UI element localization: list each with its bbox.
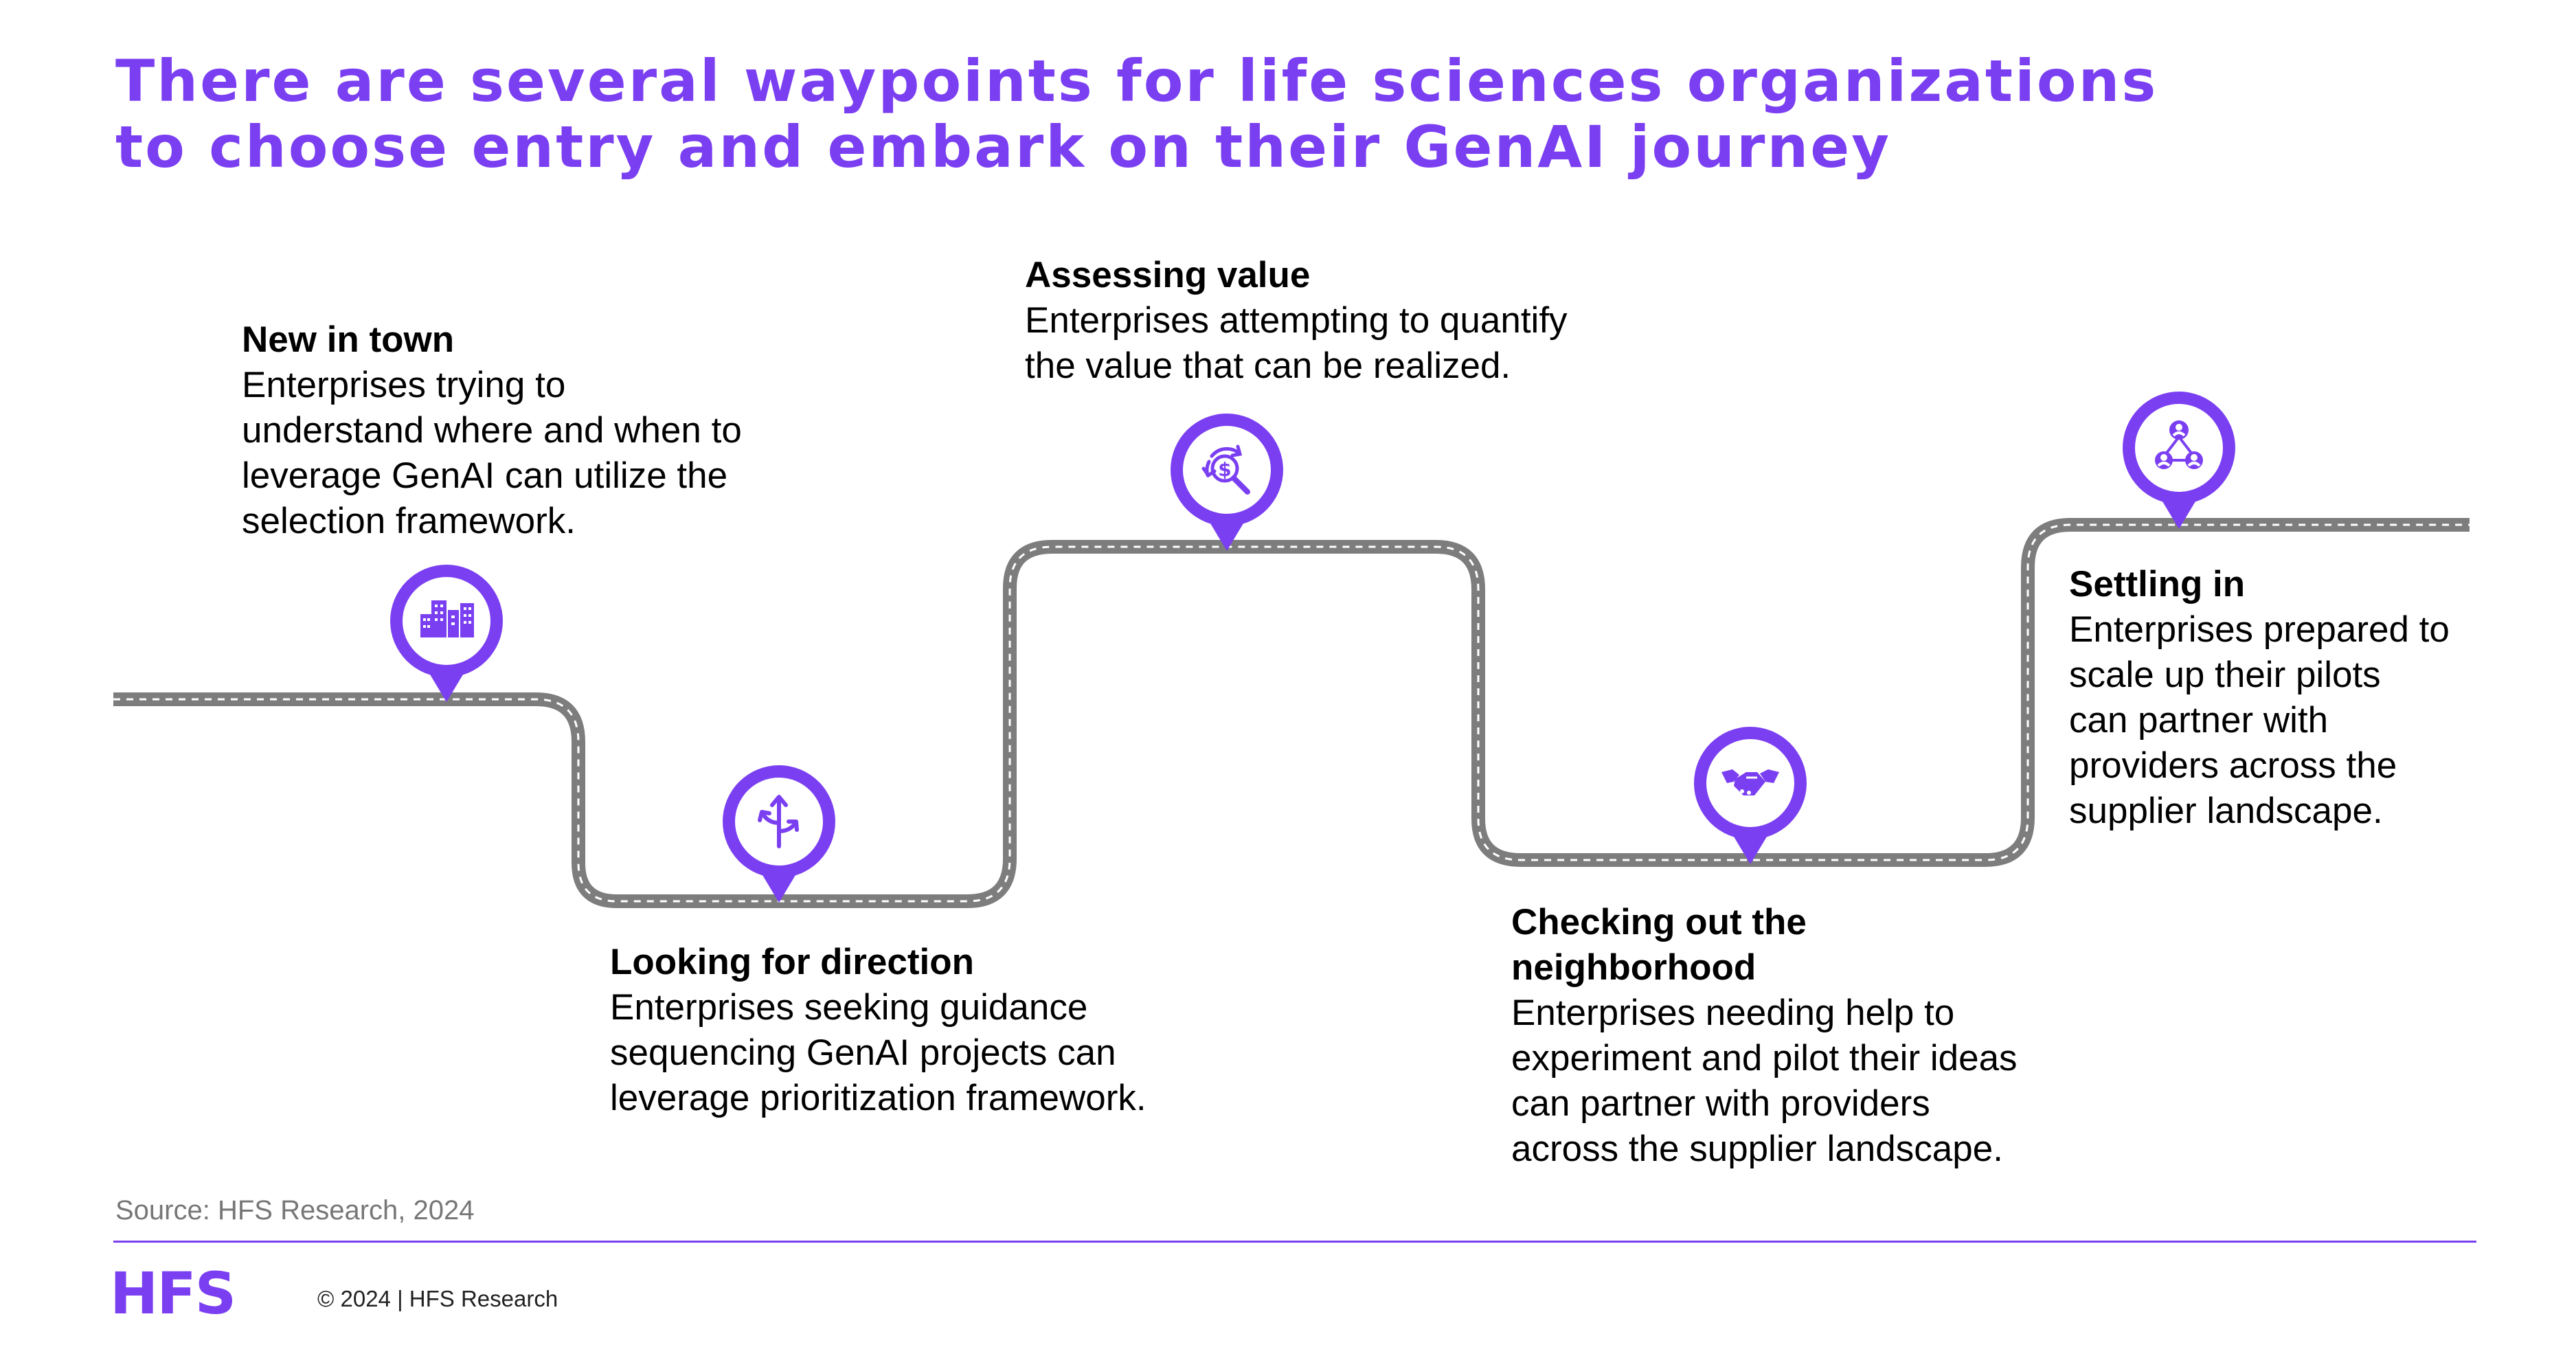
waypoint-text-line: understand where and when to [242,410,742,451]
waypoint-text-line: can partner with [2069,700,2329,741]
waypoint-text-line: scale up their pilots [2069,655,2381,695]
waypoint-text-line: Enterprises seeking guidance [610,987,1088,1028]
waypoint-assessing-value: Assessing value Enterprises attempting t… [1025,253,1568,389]
waypoint-text-line: Enterprises attempting to quantify [1025,300,1568,341]
waypoint-pin-settling-in [2123,392,2235,529]
direction-arrows-icon [758,795,799,848]
waypoint-heading: Assessing value [1025,255,1311,295]
waypoint-text-line: sequencing GenAI projects can [610,1032,1116,1073]
waypoint-pin-looking-for-direction [723,765,835,903]
waypoint-pin-checking-out-the-neighborhood [1694,727,1807,864]
waypoint-text-line: the value that can be realized. [1025,346,1511,386]
waypoint-pin-assessing-value: $ [1171,414,1283,551]
copyright-text: © 2024 | HFS Research [317,1286,558,1311]
waypoint-new-in-town: New in town Enterprises trying to unders… [242,317,742,544]
waypoint-text-line: leverage GenAI can utilize the [242,455,728,496]
waypoint-text-line: across the supplier landscape. [1511,1129,2003,1169]
waypoint-checking-out-the-neighborhood: Checking out the neighborhood Enterprise… [1511,900,2018,1172]
waypoint-text-line: supplier landscape. [2069,791,2383,831]
waypoint-looking-for-direction: Looking for direction Enterprises seekin… [610,940,1146,1121]
dollar-search-icon: $ [1201,444,1250,495]
waypoint-text-line: leverage prioritization framework. [610,1078,1146,1118]
network-people-icon [2155,420,2203,469]
handshake-icon [1721,769,1779,795]
buildings-icon [420,600,474,637]
waypoint-text-line: Enterprises prepared to [2069,609,2450,650]
waypoint-text-line: selection framework. [242,501,576,541]
waypoint-text-line: Enterprises trying to [242,365,566,405]
footer-divider [113,1241,2476,1243]
svg-text:$: $ [1218,458,1231,481]
waypoint-text-line: can partner with providers [1511,1083,1930,1124]
waypoint-pin-new-in-town [390,565,503,702]
title-line-2: to choose entry and embark on their GenA… [115,113,1892,181]
title-line-1: There are several waypoints for life sci… [115,47,2158,115]
source-note: Source: HFS Research, 2024 [115,1195,475,1225]
waypoint-heading: Looking for direction [610,942,974,982]
waypoint-text-line: experiment and pilot their ideas [1511,1038,2018,1078]
hfs-logo: HFS [110,1260,236,1327]
waypoint-heading-line-2: neighborhood [1511,947,1756,988]
waypoint-heading: Settling in [2069,564,2246,604]
waypoint-text-line: Enterprises needing help to [1511,993,1955,1033]
page-title: There are several waypoints for life sci… [115,48,2451,180]
waypoint-settling-in: Settling in Enterprises prepared to scal… [2069,562,2450,834]
waypoint-text-line: providers across the [2069,745,2397,786]
waypoint-heading: Checking out the [1511,902,1807,942]
waypoint-heading: New in town [242,319,455,360]
